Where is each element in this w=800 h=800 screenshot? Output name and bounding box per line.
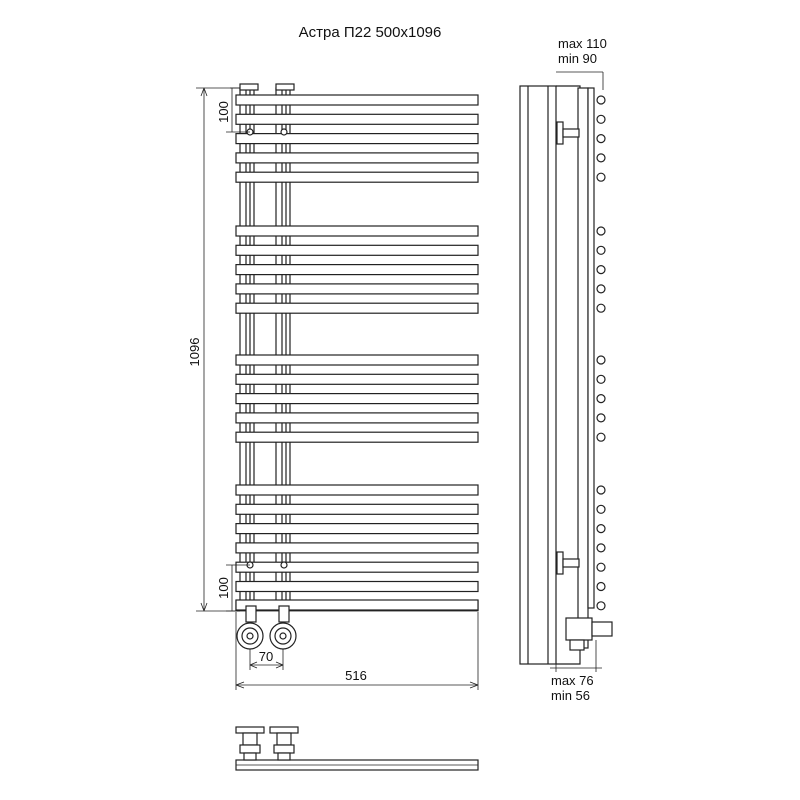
right-valve bbox=[269, 605, 297, 650]
bar-end-knob bbox=[596, 355, 606, 365]
towel-bar bbox=[235, 113, 479, 125]
bar-end-knob bbox=[596, 581, 606, 592]
bar-end-knob bbox=[596, 523, 606, 534]
bar-end-knob bbox=[596, 95, 606, 105]
top-bracket-base bbox=[556, 121, 564, 145]
towel-bar bbox=[235, 133, 479, 145]
towel-bar bbox=[235, 354, 479, 366]
bar-end-knob bbox=[596, 485, 606, 495]
width-label: 516 bbox=[345, 668, 367, 683]
bottom-view-left-valve bbox=[235, 726, 265, 761]
wall-plate bbox=[519, 85, 557, 665]
height-label: 1096 bbox=[187, 338, 202, 367]
towel-bar bbox=[235, 244, 479, 256]
top-bracket-arm bbox=[562, 128, 580, 138]
towel-bar bbox=[235, 393, 479, 405]
towel-bar bbox=[235, 522, 479, 535]
drawing-title: Астра П22 500x1096 bbox=[299, 24, 442, 41]
towel-bar bbox=[235, 264, 479, 276]
connection-spacing-label: 70 bbox=[259, 649, 273, 664]
towel-bar bbox=[235, 484, 479, 496]
bar-end-knob bbox=[596, 284, 606, 294]
towel-bar bbox=[235, 283, 479, 295]
bar-end-knob bbox=[596, 601, 606, 611]
towel-bar bbox=[235, 503, 479, 515]
top-spacing-dimension: 100 bbox=[216, 87, 250, 133]
towel-bar bbox=[235, 412, 479, 424]
connection-spacing-dimension: 70 bbox=[249, 649, 284, 670]
towel-bar bbox=[235, 171, 479, 183]
towel-bar bbox=[235, 561, 479, 573]
bottom-view-right-valve bbox=[269, 726, 299, 761]
top-right-bolt bbox=[280, 128, 288, 136]
height-dimension: 1096 bbox=[187, 87, 240, 612]
side-bars-edge bbox=[587, 87, 595, 609]
towel-bar bbox=[235, 542, 479, 554]
wall-bottom-min-label: min 56 bbox=[551, 688, 590, 703]
bar-end-knob bbox=[596, 374, 606, 384]
bar-end-knob bbox=[596, 432, 606, 442]
bar-end-knob bbox=[596, 562, 606, 572]
bar-end-knob bbox=[596, 413, 606, 423]
wall-top-max-label: max 110 bbox=[558, 36, 607, 51]
bottom-bracket-arm bbox=[562, 558, 580, 568]
bottom-bracket-base bbox=[556, 551, 564, 575]
towel-bar bbox=[235, 94, 479, 106]
bar-end-knob bbox=[596, 226, 606, 236]
bottom-spacing-dimension: 100 bbox=[216, 564, 250, 612]
bar-end-knob bbox=[596, 265, 606, 275]
bar-end-knob bbox=[596, 394, 606, 404]
wall-bottom-max-label: max 76 bbox=[551, 673, 594, 688]
left-valve bbox=[236, 605, 264, 650]
side-view bbox=[519, 85, 613, 665]
bar-end-knob bbox=[596, 543, 606, 553]
towel-bar bbox=[235, 431, 479, 443]
towel-bar bbox=[235, 152, 479, 164]
side-bar-ends bbox=[596, 95, 606, 611]
bottom-spacing-label: 100 bbox=[216, 577, 231, 599]
front-bars bbox=[235, 94, 479, 612]
towel-bar bbox=[235, 599, 479, 611]
bottom-view bbox=[235, 726, 479, 771]
towel-bar bbox=[235, 225, 479, 237]
right-collector-cap bbox=[275, 83, 295, 91]
bar-end-knob bbox=[596, 245, 606, 255]
bar-end-knob bbox=[596, 172, 606, 182]
towel-bar bbox=[235, 302, 479, 314]
side-bottom-dimension: max 76 min 56 bbox=[550, 640, 602, 703]
bar-end-knob bbox=[596, 114, 606, 124]
bar-end-knob bbox=[596, 504, 606, 514]
left-collector-cap bbox=[239, 83, 259, 91]
bar-end-knob bbox=[596, 153, 606, 163]
bar-end-knob bbox=[596, 134, 606, 144]
bar-end-knob bbox=[596, 303, 606, 313]
front-view bbox=[235, 83, 479, 650]
wall-top-min-label: min 90 bbox=[558, 51, 597, 66]
towel-bar bbox=[235, 580, 479, 593]
bottom-right-bolt bbox=[280, 561, 288, 569]
side-top-dimension: max 110 min 90 bbox=[556, 36, 607, 90]
width-dimension: 516 bbox=[235, 612, 479, 690]
towel-bar bbox=[235, 373, 479, 385]
side-valve bbox=[565, 617, 613, 651]
top-spacing-label: 100 bbox=[216, 101, 231, 123]
